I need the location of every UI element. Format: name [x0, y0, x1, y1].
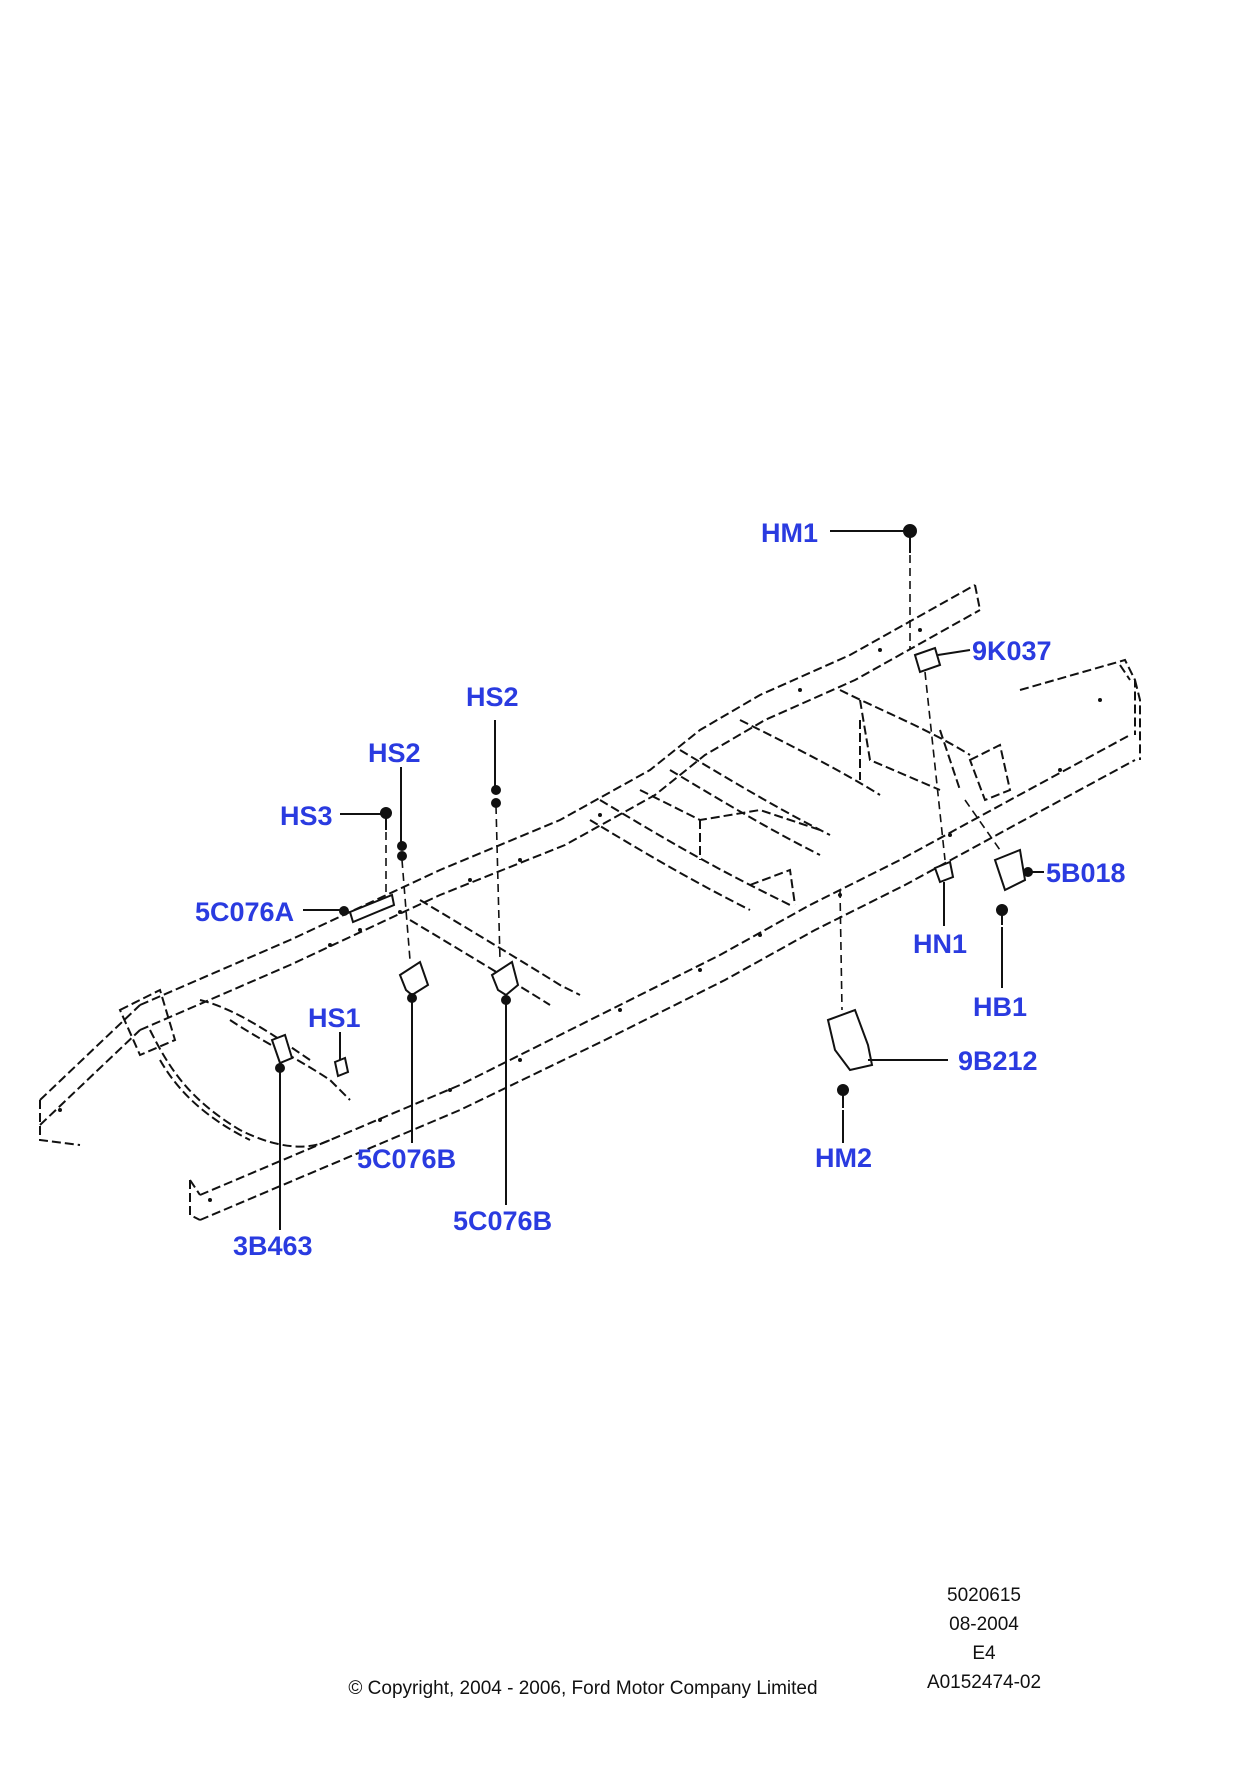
copyright-notice: © Copyright, 2004 - 2006, Ford Motor Com… — [348, 1678, 818, 1699]
bolt-hm2 — [837, 1084, 849, 1108]
callout-hs2-b: HS2 — [368, 738, 421, 768]
reference-code: E4 — [972, 1643, 996, 1664]
callout-3b463: 3B463 — [233, 1231, 313, 1261]
callout-hs1: HS1 — [308, 1003, 361, 1033]
reference-date: 08-2004 — [949, 1614, 1019, 1635]
callout-hn1: HN1 — [913, 929, 967, 959]
bolt-hs2-a — [397, 841, 407, 861]
shield-9b212 — [826, 1008, 874, 1072]
bracket-3b463 — [270, 1033, 294, 1073]
callout-labels: HM1 9K037 HS2 HS2 HS3 5C076A 5B018 HN1 H… — [195, 518, 1126, 1261]
callout-5b018: 5B018 — [1046, 858, 1126, 888]
callout-5c076b-a: 5C076B — [357, 1144, 456, 1174]
hanger-5c076b-b — [490, 960, 520, 1005]
screw-hs1 — [333, 1056, 350, 1078]
callout-5c076a: 5C076A — [195, 897, 294, 927]
assembly-lines — [385, 555, 1001, 1011]
reference-block: 5020615 08-2004 E4 A0152474-02 — [904, 1581, 1064, 1697]
hanger-5c076b-a — [398, 960, 430, 1003]
bolt-hb1 — [996, 904, 1008, 925]
leader-lines — [279, 530, 1044, 1230]
frame-rivets — [58, 628, 1102, 1202]
callout-hs2-a: HS2 — [466, 682, 519, 712]
callout-hs3: HS3 — [280, 801, 333, 831]
callout-5c076b-b: 5C076B — [453, 1206, 552, 1236]
bracket-5b018 — [993, 848, 1033, 892]
callout-hm1: HM1 — [761, 518, 818, 548]
screw-hs3 — [380, 807, 392, 830]
bracket-9k037 — [913, 646, 942, 674]
callout-9k037: 9K037 — [972, 636, 1052, 666]
components — [270, 524, 1033, 1108]
reference-number: 5020615 — [947, 1585, 1021, 1606]
callout-9b212: 9B212 — [958, 1046, 1038, 1076]
illustration-id: A0152474-02 — [926, 1672, 1042, 1693]
nut-hn1 — [933, 860, 955, 884]
bolt-hm1 — [903, 524, 917, 553]
clamp-5c076a — [339, 893, 396, 924]
callout-hm2: HM2 — [815, 1143, 872, 1173]
callout-hb1: HB1 — [973, 992, 1027, 1022]
bolt-hs2-b — [491, 785, 501, 808]
chassis-frame — [39, 584, 1141, 1221]
